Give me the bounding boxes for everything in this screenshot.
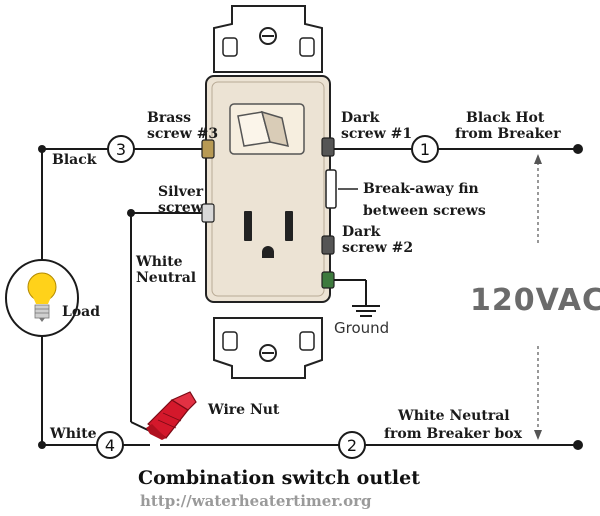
- voltage-label: 120VAC: [470, 283, 600, 318]
- silver-screw-label-2: screw: [158, 200, 204, 216]
- white-neutral-breaker-label-1: White Neutral: [397, 408, 510, 424]
- terminal-3-number: 3: [116, 140, 126, 159]
- wire-nut-label: Wire Nut: [207, 402, 280, 418]
- mounting-strap: [213, 5, 323, 379]
- outlet-receptacle: [244, 211, 293, 258]
- dark-screw1-label-2: screw #1: [341, 126, 412, 142]
- dark-screw2-label-1: Dark: [342, 224, 381, 240]
- break-away-label-2: between screws: [363, 203, 486, 219]
- wire-end-dots: [38, 144, 583, 450]
- terminal-1-number: 1: [420, 140, 430, 159]
- black-hot-label-1: Black Hot: [466, 110, 545, 126]
- silver-screw-label-1: Silver: [158, 184, 204, 200]
- dark-screw1-label-1: Dark: [341, 110, 380, 126]
- toggle-switch: [229, 103, 305, 155]
- break-away-fin: [325, 169, 358, 209]
- brass-screw-label-1: Brass: [147, 110, 191, 126]
- source-url: http://waterheatertimer.org: [140, 492, 372, 510]
- dark-screw2-label-2: screw #2: [342, 240, 413, 256]
- terminal-1: 1: [411, 135, 439, 163]
- brass-screw-label-2: screw #3: [147, 126, 218, 142]
- terminal-screws: [201, 137, 335, 289]
- terminal-4-number: 4: [105, 436, 115, 455]
- load-label: Load: [62, 304, 100, 320]
- light-bulb: [5, 259, 79, 337]
- white-neutral-label-1: White: [135, 254, 183, 270]
- terminal-4: 4: [96, 431, 124, 459]
- terminal-2: 2: [338, 431, 366, 459]
- black-hot-label-2: from Breaker: [455, 126, 561, 142]
- wires: [41, 148, 578, 446]
- break-away-label-1: Break-away fin: [363, 181, 479, 197]
- wire-nut: [146, 391, 197, 440]
- terminal-3: 3: [107, 135, 135, 163]
- voltage-arrowheads: [534, 154, 542, 440]
- ground-symbol: [352, 305, 380, 317]
- black-wire-label: Black: [52, 152, 97, 168]
- ground-label: Ground: [334, 319, 389, 337]
- white-neutral-label-2: Neutral: [136, 270, 196, 286]
- diagram-title: Combination switch outlet: [138, 467, 420, 489]
- white-wire-label: White: [49, 426, 97, 442]
- terminal-2-number: 2: [347, 436, 357, 455]
- white-neutral-breaker-label-2: from Breaker box: [384, 426, 523, 442]
